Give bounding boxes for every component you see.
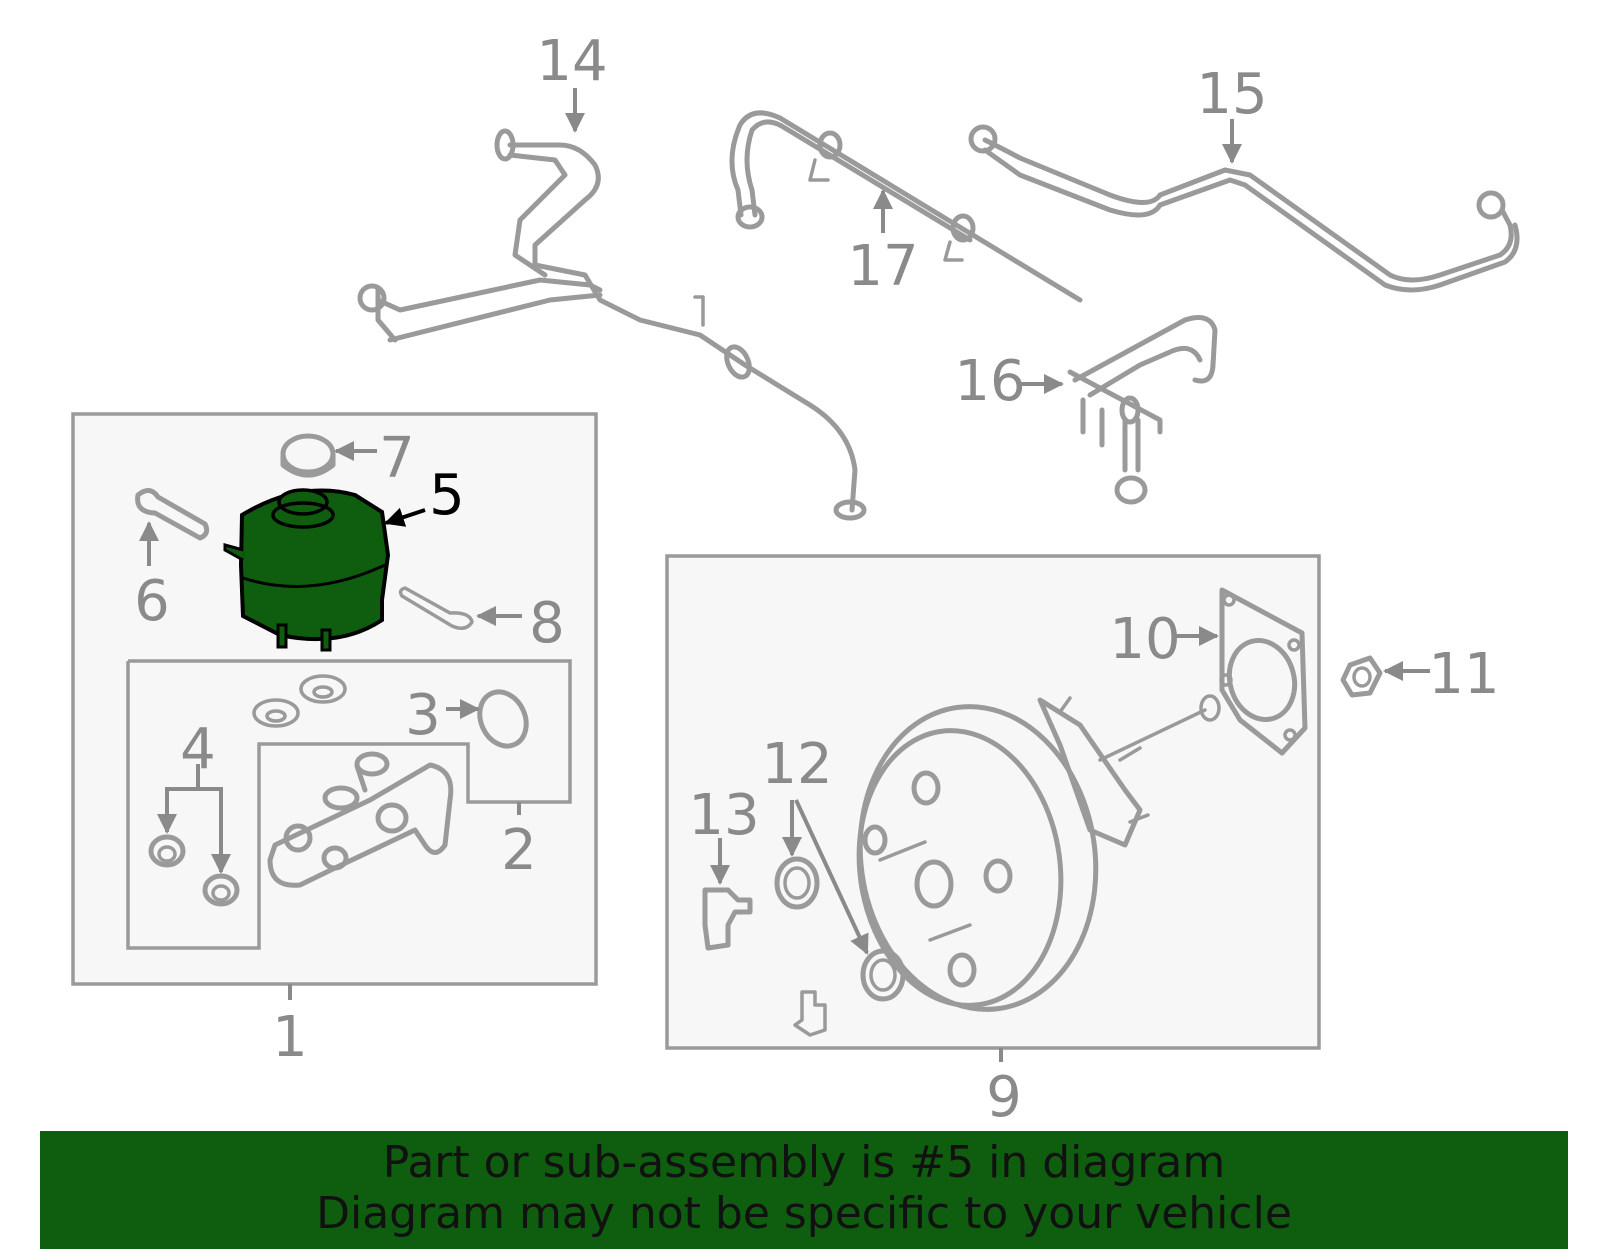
callout-11: 11 xyxy=(1428,642,1499,707)
callout-15: 15 xyxy=(1196,62,1267,127)
vacuum-hose-17-part[interactable] xyxy=(729,110,1083,303)
callout-12: 12 xyxy=(761,732,832,797)
plug-part[interactable] xyxy=(148,834,240,907)
leader-4a xyxy=(157,764,200,834)
callout-16: 16 xyxy=(954,349,1025,414)
bolt-part[interactable] xyxy=(135,488,210,541)
vacuum-hose-14-part[interactable] xyxy=(357,128,867,521)
o-ring-part[interactable] xyxy=(471,684,535,753)
callout-9: 9 xyxy=(986,1065,1022,1130)
nut-part[interactable] xyxy=(1340,655,1383,698)
callout-8: 8 xyxy=(529,591,565,656)
callout-2: 2 xyxy=(501,818,537,883)
callout-13: 13 xyxy=(688,783,759,848)
callout-17: 17 xyxy=(847,234,918,299)
grommet-part[interactable] xyxy=(252,674,347,728)
vacuum-sensor-part[interactable] xyxy=(702,887,753,951)
group-box-2 xyxy=(126,659,572,950)
brake-booster-part[interactable] xyxy=(841,691,1221,1025)
master-cylinder-part[interactable] xyxy=(267,751,454,888)
callout-10: 10 xyxy=(1109,607,1180,672)
callout-1: 1 xyxy=(272,1005,308,1070)
callout-3: 3 xyxy=(405,683,441,748)
banner-line-2: Diagram may not be specific to your vehi… xyxy=(316,1188,1292,1239)
vacuum-hose-15-part[interactable] xyxy=(968,124,1520,293)
banner-line-1: Part or sub-assembly is #5 in diagram xyxy=(382,1137,1226,1188)
level-sensor-part[interactable] xyxy=(398,586,474,630)
callout-7: 7 xyxy=(379,426,415,491)
callout-14: 14 xyxy=(536,29,607,94)
reservoir-part-highlighted[interactable] xyxy=(223,488,391,652)
leader-5 xyxy=(384,507,426,527)
reservoir-cap-part[interactable] xyxy=(280,433,336,478)
callout-5: 5 xyxy=(429,463,465,528)
callout-4: 4 xyxy=(180,717,216,782)
vacuum-hose-16-part[interactable] xyxy=(1067,315,1218,505)
gasket-part[interactable] xyxy=(1219,587,1308,756)
callout-6: 6 xyxy=(134,569,170,634)
leader-4b xyxy=(198,787,231,874)
clip-part[interactable] xyxy=(793,990,827,1037)
info-banner: Part or sub-assembly is #5 in diagram Di… xyxy=(40,1131,1568,1249)
seal-part[interactable] xyxy=(774,856,906,1002)
leader-12b xyxy=(794,799,869,955)
